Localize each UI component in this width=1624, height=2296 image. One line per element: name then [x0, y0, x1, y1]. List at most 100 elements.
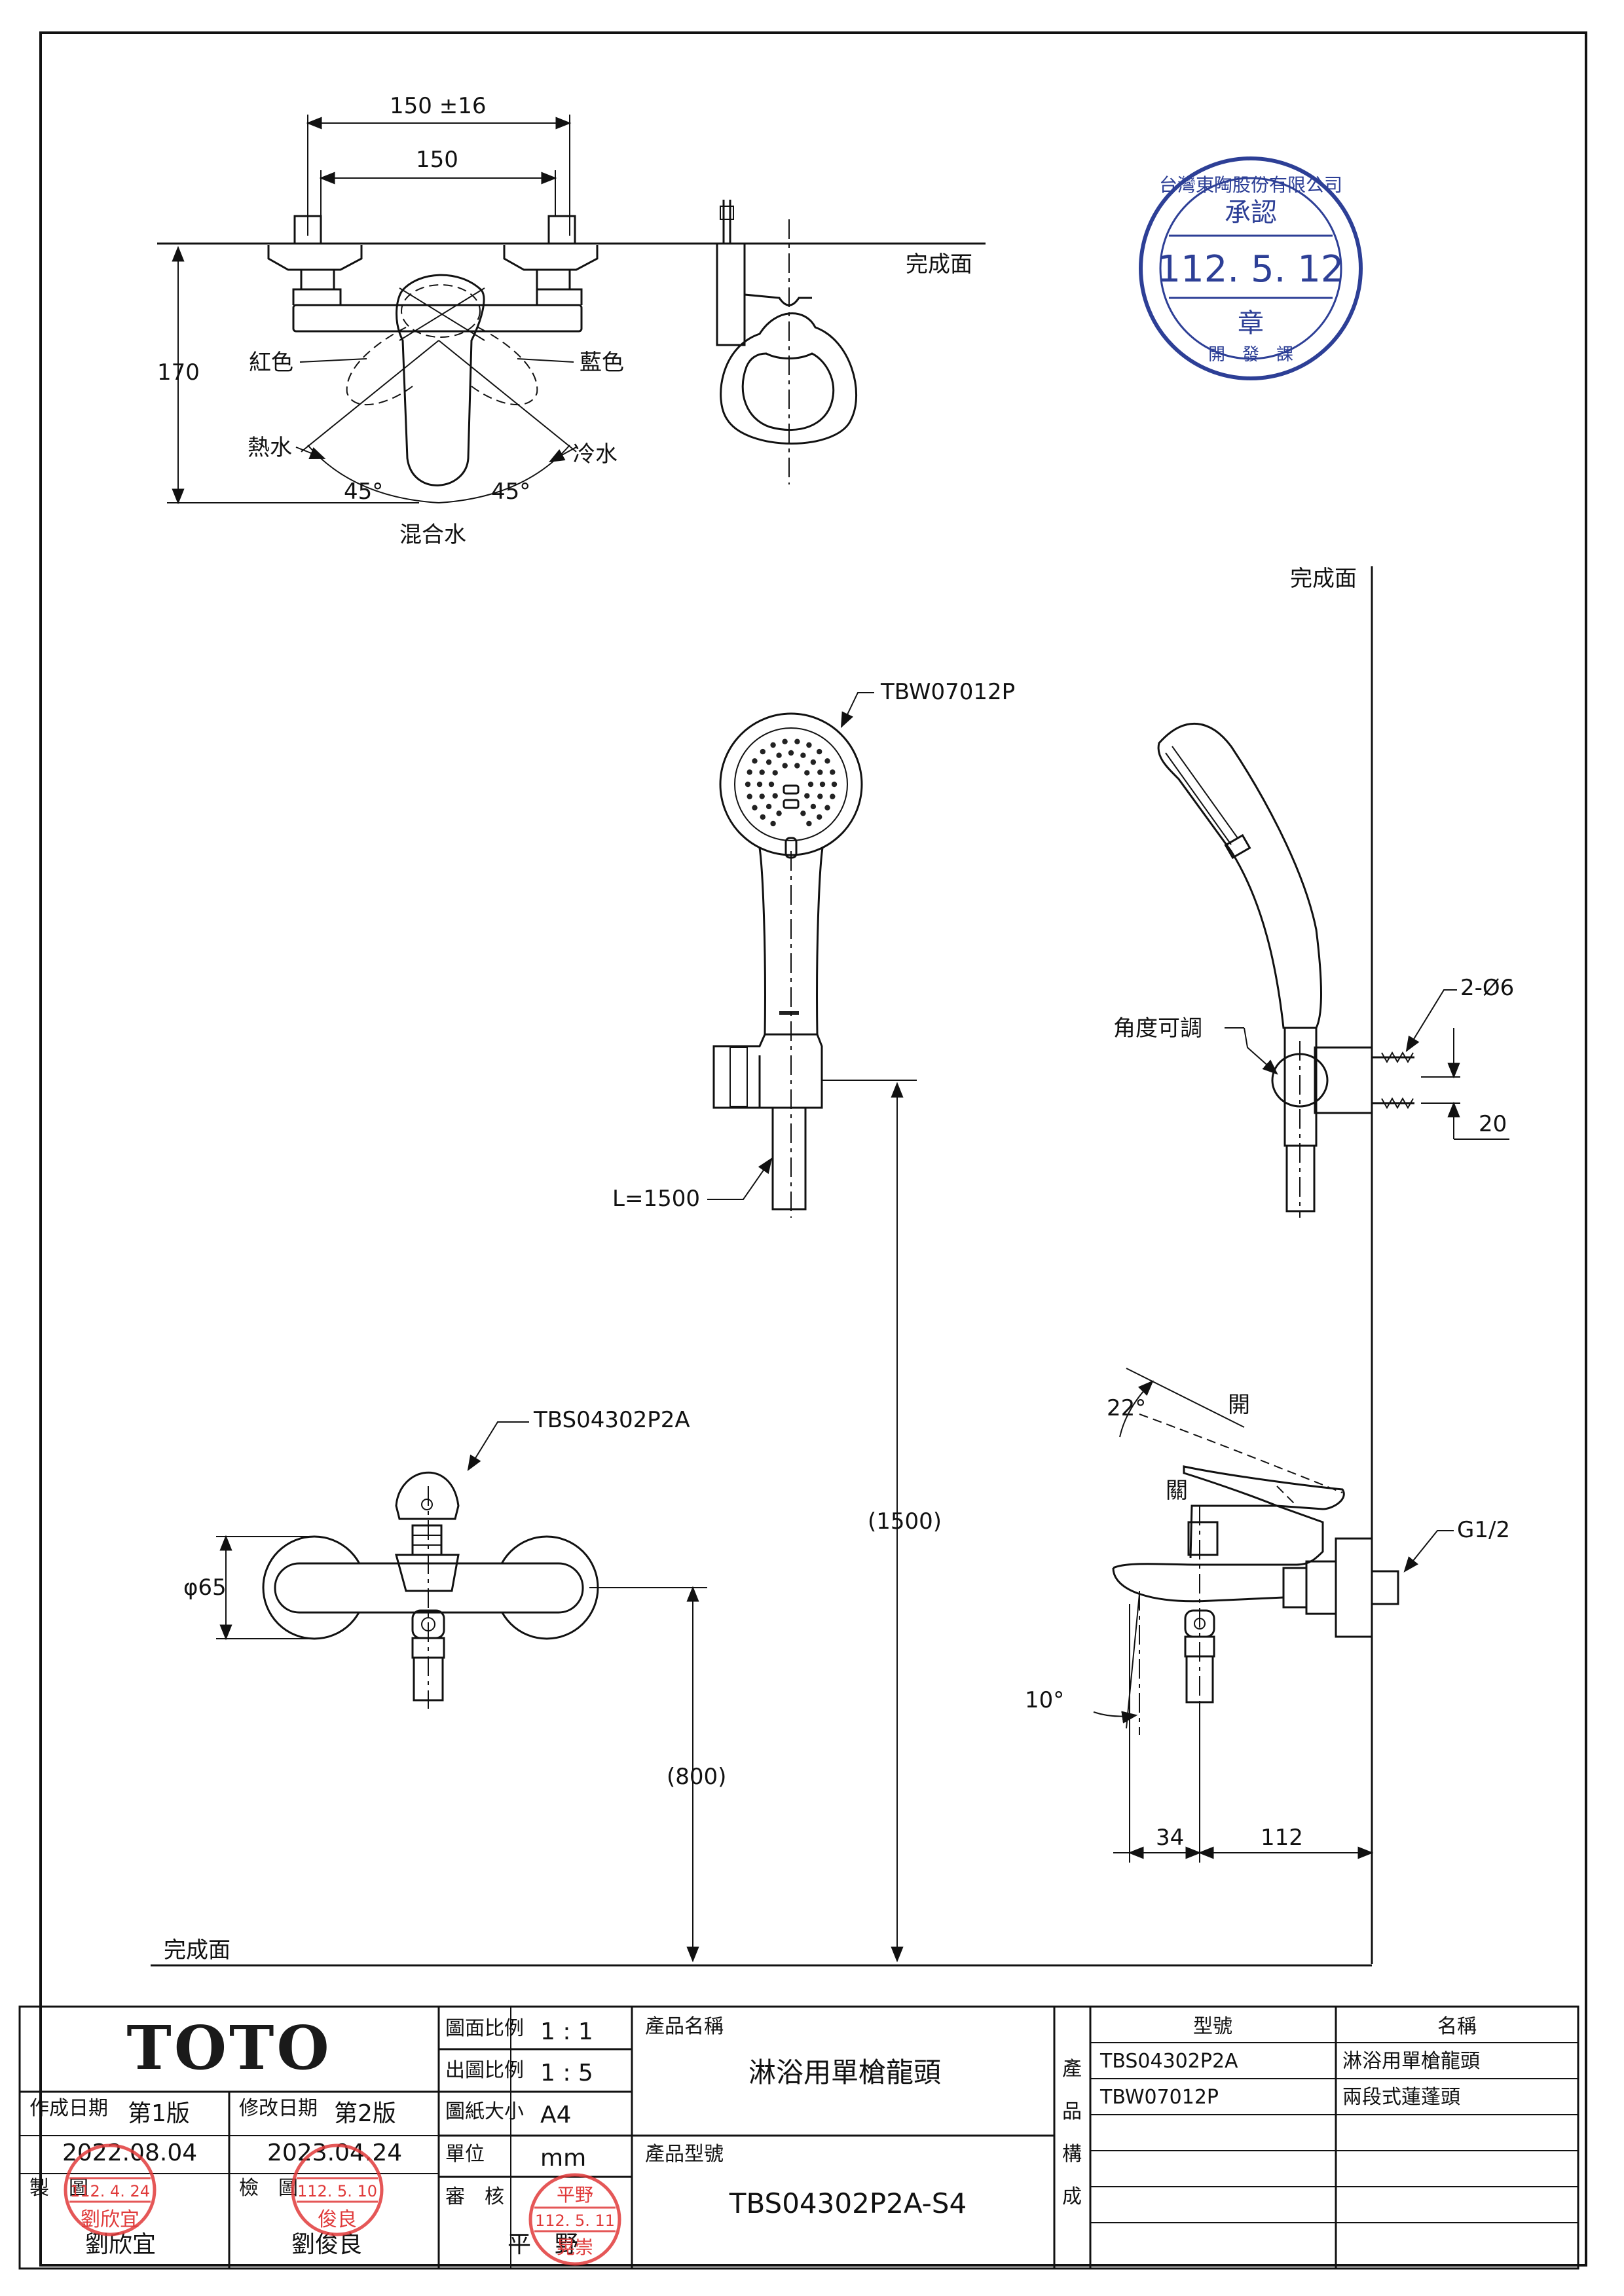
finish-surface-label-bottom: 完成面: [164, 1937, 231, 1963]
label-mix: 混合水: [399, 522, 466, 548]
dim-150: 150: [416, 147, 458, 173]
label-open: 開: [1228, 1392, 1250, 1418]
nozzle-dot: [747, 769, 752, 775]
nozzle-dot: [830, 769, 836, 775]
hole-pitch: 20: [1479, 1111, 1507, 1137]
print-scale-label: 出圖比例: [445, 2059, 524, 2082]
nozzle-dot: [794, 738, 800, 744]
depth-112: 112: [1261, 1825, 1303, 1851]
nozzle-dot: [810, 759, 817, 765]
product-name-label: 產品名稱: [645, 2015, 724, 2038]
nozzle-dot: [782, 738, 788, 744]
toto-logo: TOTO: [126, 2013, 331, 2083]
checked-stamp-date: 112. 5. 10: [297, 2182, 377, 2200]
checked-label: 檢 圖: [239, 2177, 298, 2200]
nozzle-dot: [776, 811, 782, 816]
approval-ring-text: 台灣東陶股份有限公司: [1159, 174, 1342, 196]
nozzle-dot: [817, 748, 822, 755]
label-hot: 熱水: [248, 435, 292, 461]
nozzle-dot: [760, 748, 766, 755]
approval-seal: 章: [1238, 308, 1264, 338]
part-model: TBS04302P2A: [1099, 2050, 1238, 2073]
review-label: 審 核: [445, 2185, 504, 2208]
nozzle-dot: [752, 805, 758, 811]
nozzle-dot: [776, 752, 782, 758]
top-view: 完成面 150 ±16 150 170: [157, 93, 986, 548]
checked-stamp-name: 俊良: [318, 2208, 357, 2231]
nozzle-dot: [831, 781, 838, 788]
modified-version: 第2版: [334, 2100, 396, 2127]
depth-34: 34: [1156, 1825, 1184, 1851]
height-1500: (1500): [868, 1508, 942, 1535]
approval-stamp: 台灣東陶股份有限公司 承認 112. 5. 12 章 開 發 課: [1139, 156, 1363, 380]
finish-surface-label-top: 完成面: [906, 251, 972, 278]
modified-date: 2023.04.24: [267, 2140, 402, 2166]
label-red: 紅色: [249, 350, 293, 376]
nozzle-dot: [824, 758, 830, 764]
print-scale-value: 1 : 5: [540, 2060, 593, 2086]
nozzle-dot: [788, 750, 794, 756]
nozzle-dot: [800, 811, 806, 816]
shower-model-label: TBW07012P: [880, 679, 1015, 705]
faucet-model-label: TBS04302P2A: [533, 1407, 690, 1433]
nozzle-dot: [759, 769, 765, 775]
outlet-diameter: φ65: [183, 1575, 227, 1601]
drawn-label: 製 圖: [29, 2177, 88, 2200]
nozzle-dot: [747, 793, 752, 799]
nozzle-dot: [766, 803, 772, 810]
hose-length: L=1500: [612, 1186, 700, 1212]
nozzle-dot: [817, 769, 823, 775]
nozzle-dot: [745, 781, 751, 788]
nozzle-dot: [807, 781, 814, 788]
checked-by: 劉俊良: [291, 2231, 362, 2258]
review-stamp-name-top: 平野: [557, 2184, 593, 2206]
shower-head-front: TBW07012P L=1500: [612, 679, 1015, 1218]
nozzle-dot: [759, 793, 765, 799]
spout-angle: 10°: [1025, 1687, 1064, 1713]
approval-word: 承認: [1225, 198, 1277, 228]
nozzle-dot: [756, 781, 763, 788]
scale-value: 1 : 1: [540, 2018, 593, 2045]
reviewed-by: 平 野: [507, 2231, 578, 2258]
created-version: 第1版: [128, 2100, 190, 2127]
modified-date-label: 修改日期: [239, 2097, 318, 2120]
unit-value: mm: [540, 2145, 586, 2172]
review-stamp: 平野 112. 5. 11 晃崇: [528, 2173, 621, 2266]
label-blue: 藍色: [580, 350, 624, 376]
faucet-front-view: φ65 TBS04302P2A: [183, 1407, 690, 1709]
label-cold: 冷水: [573, 441, 618, 467]
approval-dept: 開 發 課: [1208, 345, 1293, 365]
col-model-header: 型號: [1193, 2015, 1232, 2038]
paper-size-value: A4: [540, 2102, 572, 2128]
nozzle-dot: [766, 759, 772, 765]
nozzle-dot: [817, 814, 822, 820]
part-name: 兩段式蓮蓬頭: [1342, 2086, 1460, 2109]
nozzle-dot: [810, 803, 817, 810]
holes-dim: 2-Ø6: [1460, 975, 1514, 1001]
scale-label: 圖面比例: [445, 2017, 524, 2040]
nozzle-dot: [804, 793, 810, 799]
nozzle-dot: [819, 781, 826, 788]
nozzle-dot: [770, 820, 776, 827]
composition-label-3: 構: [1062, 2143, 1082, 2166]
col-name-header: 名稱: [1437, 2015, 1477, 2038]
product-name: 淋浴用單槍龍頭: [748, 2056, 941, 2088]
nozzle-dot: [806, 742, 812, 748]
review-stamp-date: 112. 5. 11: [535, 2212, 615, 2230]
created-date-label: 作成日期: [29, 2097, 108, 2120]
nozzle-dot: [806, 820, 812, 827]
faucet-side-view: 22° 開 關 10° 34 112 G1/2: [1025, 1368, 1510, 1863]
product-model-label: 產品型號: [645, 2143, 724, 2166]
unit-label: 單位: [445, 2143, 485, 2166]
nozzle-dot: [782, 763, 788, 769]
angle-right: 45°: [491, 479, 530, 505]
review-stamp-name-bottom: 晃崇: [557, 2236, 593, 2258]
finish-surface-label-right: 完成面: [1290, 566, 1357, 592]
approval-date: 112. 5. 12: [1158, 248, 1344, 291]
dim-150-tol: 150 ±16: [390, 93, 486, 119]
nozzle-dot: [772, 770, 778, 776]
drawing-border: [39, 31, 1587, 2267]
composition-label-2: 品: [1062, 2100, 1082, 2123]
product-model: TBS04302P2A-S4: [729, 2187, 967, 2219]
nozzle-dot: [768, 781, 775, 788]
